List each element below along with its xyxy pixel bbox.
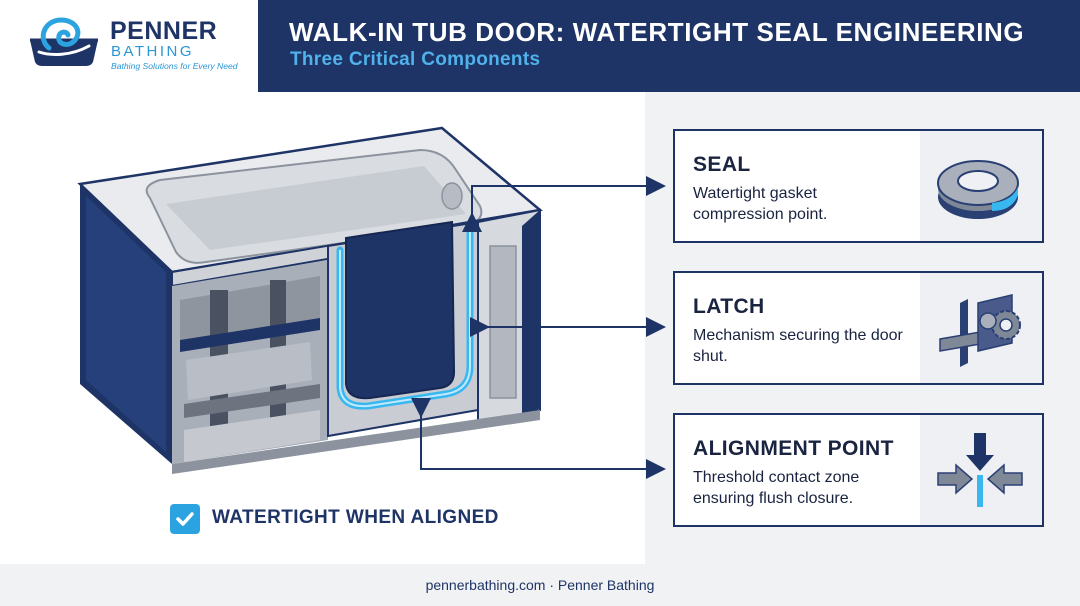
callout-description: Mechanism securing the door shut. (693, 327, 903, 365)
page-subtitle: Three Critical Components (290, 49, 541, 70)
alignment-arrows-icon (937, 433, 1023, 507)
wave-bathtub-logo-icon (30, 17, 98, 66)
brand-tagline: Bathing Solutions for Every Need (111, 61, 238, 71)
callout-seal: SEAL Watertight gasket compression point… (673, 129, 1044, 243)
title-banner: WALK-IN TUB DOOR: WATERTIGHT SEAL ENGINE… (258, 0, 1080, 92)
brand-name: PENNER (110, 17, 218, 45)
footer: pennerbathing.com · Penner Bathing (425, 577, 655, 593)
walk-in-tub-illustration (77, 126, 543, 474)
callout-latch: LATCH Mechanism securing the door shut. (673, 271, 1044, 385)
callout-thumbnail (920, 273, 1042, 383)
callout-thumbnail (920, 415, 1042, 525)
status-label: WATERTIGHT WHEN ALIGNED (212, 507, 499, 528)
callout-title: LATCH (693, 295, 765, 318)
latch-gear-icon (939, 294, 1021, 367)
callout-thumbnail (920, 131, 1042, 241)
callout-title: SEAL (693, 153, 751, 176)
callout-description: Watertight gasket compression point. (693, 185, 828, 223)
gasket-ring-icon (937, 160, 1019, 219)
callout-title: ALIGNMENT POINT (693, 437, 894, 460)
brand-subname: BATHING (111, 43, 195, 60)
check-badge (170, 504, 200, 534)
callout-alignment-point: ALIGNMENT POINT Threshold contact zone e… (673, 413, 1044, 527)
checkmark-icon (176, 512, 194, 526)
brand-area: PENNER BATHING Bathing Solutions for Eve… (0, 0, 258, 92)
page-title: WALK-IN TUB DOOR: WATERTIGHT SEAL ENGINE… (289, 17, 1025, 47)
callout-description: Threshold contact zone ensuring flush cl… (693, 469, 860, 507)
